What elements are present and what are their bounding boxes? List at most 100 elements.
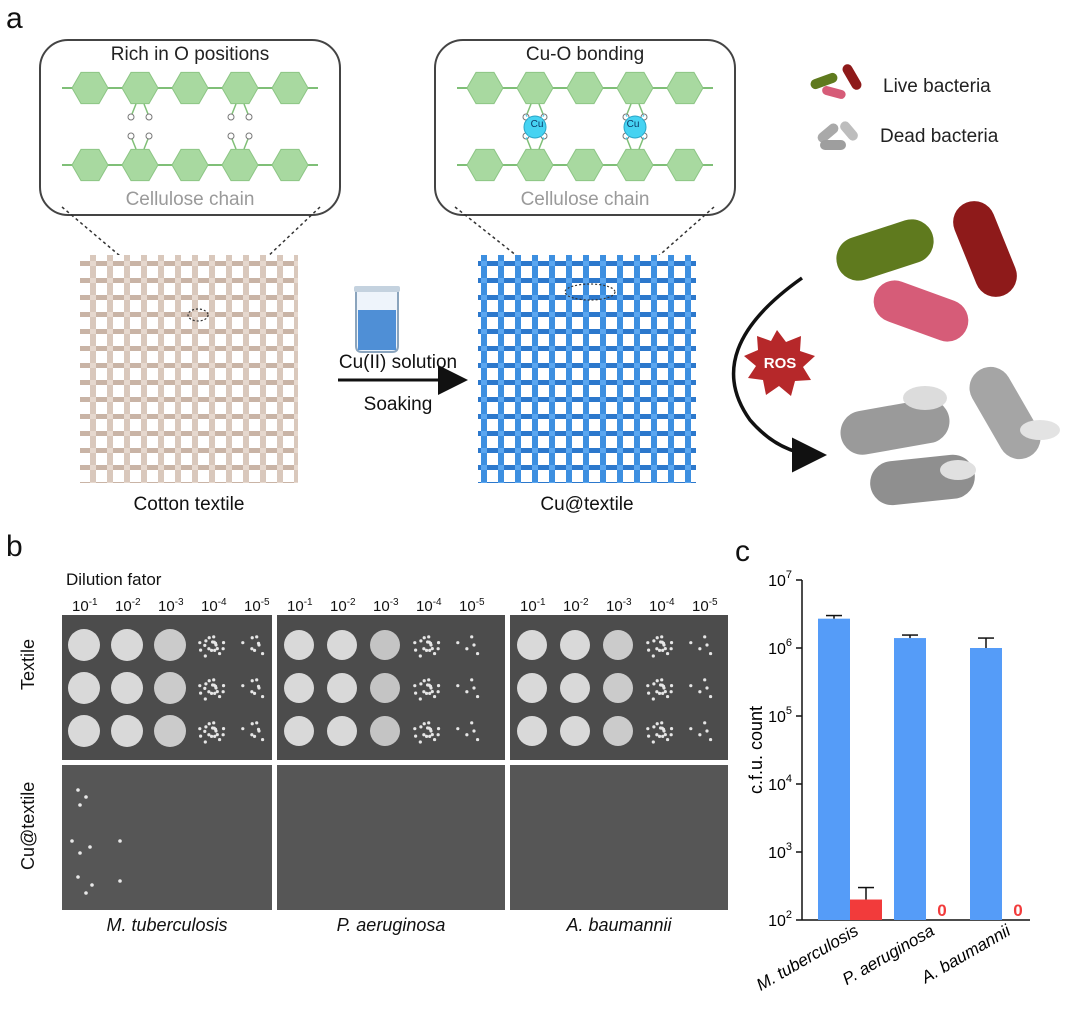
colony-dot — [422, 647, 426, 651]
colony-dot — [652, 682, 656, 686]
colony-dot — [241, 684, 245, 688]
colony-dot — [256, 684, 261, 688]
colony-spot — [327, 630, 357, 660]
colony-dot — [213, 734, 217, 738]
colony-dot — [78, 803, 82, 807]
colony-dot — [418, 740, 422, 744]
colony-dot — [698, 647, 702, 651]
colony-dot — [422, 733, 426, 737]
dead-bacteria-icon — [817, 121, 858, 150]
colony-dot — [661, 691, 665, 695]
colony-dot — [655, 722, 659, 726]
dilution-label: 10-4 — [416, 597, 442, 615]
colony-spot — [111, 629, 143, 661]
colony-dot — [118, 879, 122, 883]
colony-dot — [215, 646, 219, 651]
colony-dot — [436, 647, 440, 651]
live-bacteria-icon — [810, 64, 862, 99]
colony-dot — [76, 788, 80, 792]
colony-dot — [660, 635, 664, 639]
colony-dot — [663, 646, 667, 651]
colony-dot — [663, 732, 667, 737]
colony-dot — [260, 694, 265, 699]
colony-spot — [154, 715, 186, 747]
colony-dot — [207, 722, 211, 726]
colony-dot — [118, 839, 122, 843]
colony-dot — [430, 646, 434, 651]
colony-dot — [465, 690, 469, 694]
colony-dot — [203, 643, 207, 647]
colony-dot — [456, 641, 460, 645]
colony-dot — [661, 734, 665, 738]
zero-label: 0 — [937, 901, 946, 920]
colony-dot — [665, 694, 670, 699]
colony-dot — [660, 678, 664, 682]
colony-dot — [207, 636, 211, 640]
colony-dot — [472, 729, 476, 733]
colony-spot — [560, 673, 590, 703]
colony-dot — [419, 725, 423, 729]
colony-dot — [465, 647, 469, 651]
colony-dot — [427, 721, 431, 725]
bar — [970, 648, 1002, 920]
colony-dot — [209, 691, 214, 696]
colony-dot — [475, 737, 480, 742]
colony-dot — [221, 641, 226, 645]
colony-dot — [413, 684, 417, 688]
colony-dot — [665, 651, 670, 656]
colony-dot — [422, 679, 426, 683]
colony-spot — [560, 630, 590, 660]
bar — [894, 638, 926, 920]
cotton-textile — [80, 255, 298, 483]
colony-dot — [426, 640, 430, 644]
colony-dot — [198, 727, 202, 731]
colony-dot — [414, 648, 418, 652]
colony-dot — [436, 641, 441, 645]
colony-spot — [517, 673, 547, 703]
colony-dot — [250, 733, 254, 737]
colony-dot — [703, 635, 707, 639]
colony-dot — [657, 734, 662, 739]
colony-dot — [430, 689, 434, 694]
colony-dot — [209, 734, 214, 739]
colony-dot — [669, 647, 673, 651]
colony-dot — [647, 691, 651, 695]
colony-dot — [708, 694, 713, 699]
cellulose-chain-label-right: Cellulose chain — [520, 189, 650, 210]
colony-dot — [256, 641, 261, 645]
dilution-label: 10-5 — [244, 597, 270, 615]
colony-dot — [426, 726, 430, 730]
row-label-textile: Textile — [18, 638, 38, 690]
colony-dot — [413, 727, 417, 731]
colony-dot — [255, 678, 259, 682]
ros-label: ROS — [763, 355, 797, 372]
legend-live-label: Live bacteria — [883, 76, 991, 97]
colony-dot — [207, 647, 211, 651]
dilution-title: Dilution fator — [66, 570, 162, 589]
reagent-label: Cu(II) solution — [338, 352, 458, 373]
panel-c-letter: c — [735, 535, 750, 568]
colony-dot — [209, 648, 214, 653]
colony-dot — [708, 737, 713, 742]
colony-dot — [424, 691, 429, 696]
colony-dot — [689, 641, 693, 645]
colony-dot — [260, 737, 265, 742]
colony-dot — [646, 684, 650, 688]
colony-dot — [250, 679, 254, 683]
colony-dot — [422, 690, 426, 694]
colony-dot — [199, 691, 203, 695]
colony-dot — [217, 694, 222, 699]
row-label-cu-textile: Cu@textile — [18, 781, 38, 870]
dilution-label: 10-2 — [563, 597, 589, 615]
colony-spot — [560, 716, 590, 746]
dilution-label: 10-1 — [520, 597, 546, 615]
colony-dot — [250, 690, 254, 694]
colony-dot — [647, 648, 651, 652]
colony-dot — [646, 641, 650, 645]
colony-dot — [436, 690, 440, 694]
colony-dot — [199, 734, 203, 738]
panel-a-letter: a — [6, 2, 23, 35]
dilution-label: 10-5 — [692, 597, 718, 615]
dilution-label: 10-5 — [459, 597, 485, 615]
